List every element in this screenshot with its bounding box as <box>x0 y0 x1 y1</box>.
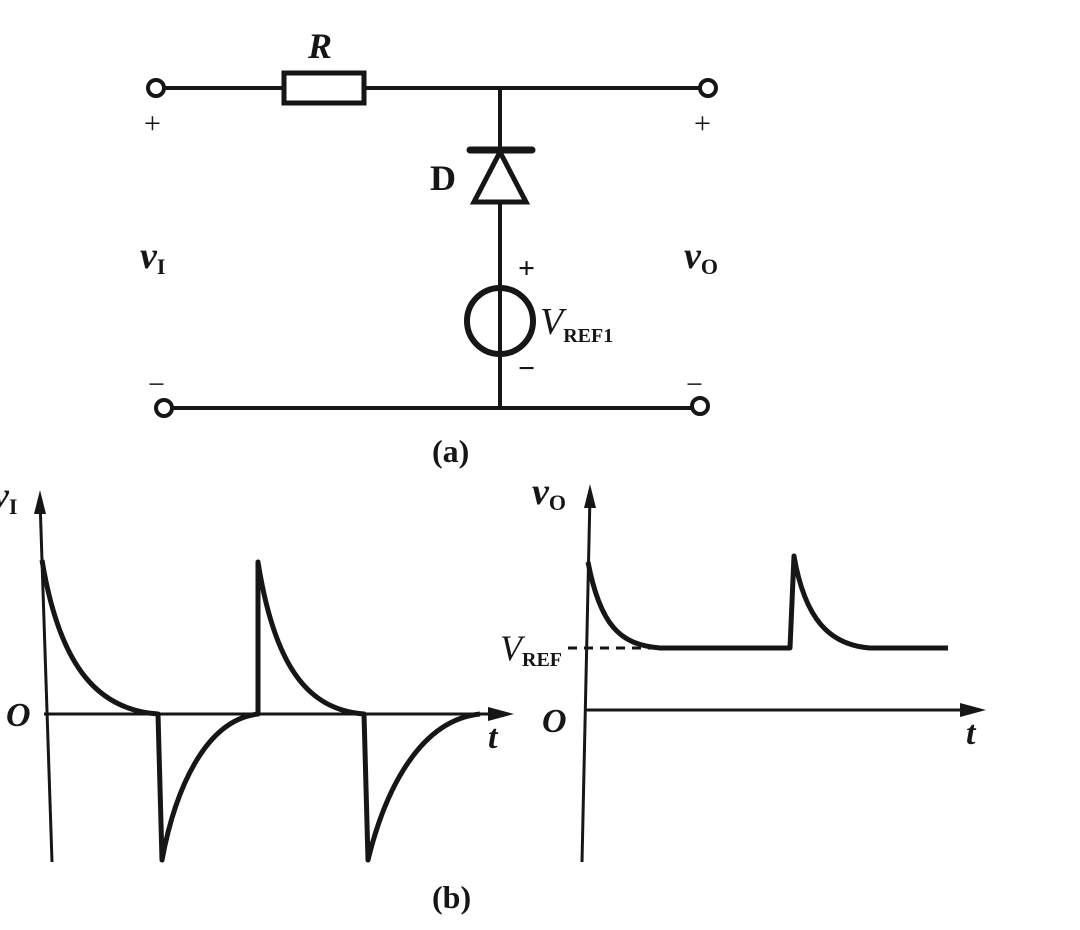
diode-triangle <box>469 146 531 205</box>
resistor-symbol <box>281 70 367 106</box>
circuit-diagram <box>146 70 718 418</box>
input-plot-y-arrow <box>34 490 46 514</box>
input-voltage-label-sub: I <box>157 254 166 279</box>
input-plot-y-label-sub: I <box>9 494 18 519</box>
output-voltage-label: vO <box>684 235 718 279</box>
caption-a: (a) <box>432 433 469 469</box>
output-plot-x-arrow <box>960 703 986 717</box>
input-terminal-bottom <box>154 398 174 418</box>
output-plot-labels: vO VREF O t <box>500 471 977 752</box>
input-plot-origin-label: O <box>6 697 31 734</box>
input-plot-y-label-main: v <box>0 475 10 517</box>
output-plot-ref-label: VREF <box>500 628 562 671</box>
input-voltage-label-main: v <box>140 235 158 277</box>
source-label-sub: REF1 <box>563 325 613 347</box>
input-plot-x-label: t <box>488 719 499 756</box>
output-plot-ref-label-main: V <box>500 628 526 668</box>
input-waveform-plot <box>34 490 514 863</box>
source-label-main: V <box>540 301 567 343</box>
output-plot-y-axis <box>580 494 592 863</box>
output-terminal-bottom <box>690 396 710 416</box>
output-voltage-label-sub: O <box>701 254 718 279</box>
output-plot-x-label: t <box>966 715 977 752</box>
caption-b: (b) <box>432 879 471 915</box>
source-minus-sign: − <box>518 352 535 385</box>
input-waveform-curve <box>39 559 481 863</box>
output-plus-sign: + <box>694 107 711 140</box>
output-plot-y-label-sub: O <box>549 490 566 515</box>
diode-label: D <box>430 158 456 198</box>
output-waveform-plot <box>568 484 986 863</box>
circuit-labels: R D + − + − vI vO + − VREF1 (a) <box>140 26 718 469</box>
output-plot-ref-label-sub: REF <box>522 649 562 671</box>
output-plot-y-label-main: v <box>532 471 550 513</box>
input-plot-y-axis <box>38 499 54 863</box>
input-plus-sign: + <box>144 107 161 140</box>
source-label: VREF1 <box>540 301 613 347</box>
output-plot-y-label: vO <box>532 471 566 515</box>
output-plot-y-arrow <box>584 484 596 508</box>
output-waveform-curve <box>585 553 948 651</box>
input-plot-x-arrow <box>488 707 514 721</box>
input-plot-y-label: vI <box>0 475 17 519</box>
resistor-label: R <box>307 26 332 66</box>
input-minus-sign: − <box>148 368 165 401</box>
output-minus-sign: − <box>686 368 703 401</box>
input-voltage-label: vI <box>140 235 165 279</box>
source-plus-sign: + <box>518 252 535 285</box>
output-terminal-top <box>698 78 718 98</box>
output-plot-origin-label: O <box>542 703 567 740</box>
input-terminal-top <box>146 78 166 98</box>
output-voltage-label-main: v <box>684 235 702 277</box>
input-plot-labels: vI O t <box>0 475 499 756</box>
